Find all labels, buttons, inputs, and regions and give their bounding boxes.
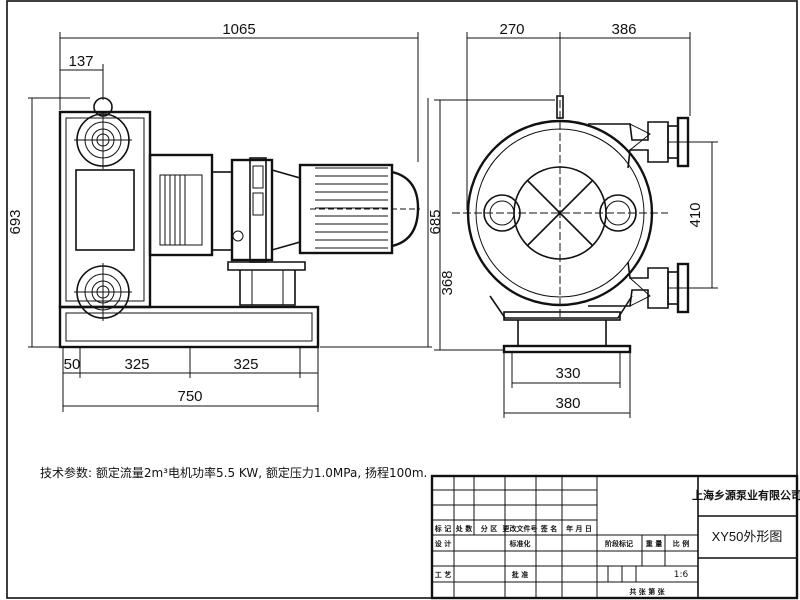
- label-change-doc: 更改文件号: [503, 524, 538, 533]
- side-view: 270 386 410 368 330 380: [434, 21, 718, 418]
- label-signature: 签 名: [540, 524, 557, 533]
- dim-port-spacing: 410: [687, 202, 704, 227]
- support-frame: [503, 311, 621, 321]
- label-mark: 标 记: [434, 524, 451, 533]
- dim-base-length: 750: [177, 388, 202, 405]
- label-zone: 分 区: [481, 524, 497, 533]
- dim-flange-offset: 137: [68, 53, 93, 70]
- dim-foot-span: 330: [555, 365, 580, 382]
- coupling-housing: [148, 153, 214, 257]
- base-frame: [58, 305, 320, 349]
- dim-center-height: 368: [439, 270, 456, 295]
- reducer: [211, 171, 233, 251]
- label-sheet: 共 张 第 张: [629, 587, 665, 596]
- dim-base-span-2: 325: [233, 356, 258, 373]
- label-count: 处 数: [455, 524, 473, 533]
- tech-spec-text: 技术参数: 额定流量2m³电机功率5.5 KW, 额定压力1.0MPa, 扬程1…: [40, 465, 427, 480]
- drawing-name: XY50外形图: [712, 529, 783, 544]
- dim-base-offset: 50: [64, 356, 81, 373]
- right-shoe: [599, 194, 637, 232]
- label-weight: 重 量: [646, 539, 662, 548]
- company-name: 上海乡源泵业有限公司: [692, 488, 800, 502]
- dim-foot-width: 380: [555, 395, 580, 412]
- dim-height-right: 685: [427, 209, 444, 234]
- label-process: 工 艺: [435, 570, 451, 579]
- label-standardization: 标准化: [509, 539, 531, 548]
- label-approve: 批 准: [512, 570, 528, 579]
- dim-base-span-1: 325: [124, 356, 149, 373]
- dim-height-left: 693: [7, 209, 24, 234]
- pump-housing: [58, 110, 152, 309]
- scale-value: 1:6: [674, 570, 689, 580]
- left-shoe: [483, 194, 521, 232]
- front-view: 1065 137 693 685 50 325 325 750: [7, 21, 444, 412]
- foot-base: [502, 344, 632, 354]
- label-scale: 比 例: [673, 539, 689, 548]
- title-block: 上海乡源泵业有限公司 XY50外形图 标 记 处 数 分 区 更改文: [430, 474, 800, 600]
- dim-overall-length: 1065: [222, 21, 255, 38]
- label-design: 设 计: [435, 539, 451, 548]
- drawing-border: [6, 0, 798, 599]
- label-date: 年 月 日: [566, 524, 592, 533]
- dim-side-width-1: 270: [499, 21, 524, 38]
- dim-side-width-2: 386: [611, 21, 636, 38]
- label-stage: 阶段标记: [605, 539, 633, 548]
